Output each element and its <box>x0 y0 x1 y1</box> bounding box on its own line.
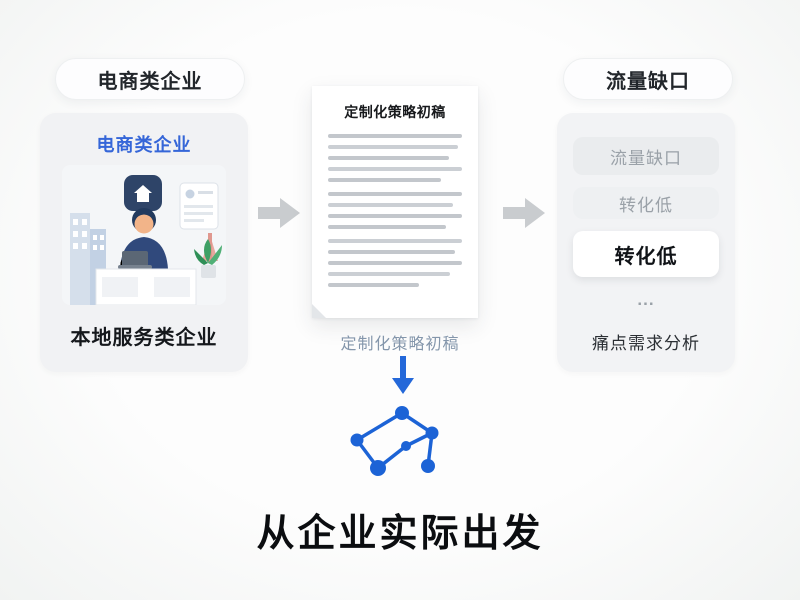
pain-point-label: 流量缺口 <box>610 148 682 168</box>
footer-headline: 从企业实际出发 <box>256 513 544 555</box>
enterprise-card: 电商类企业 <box>40 113 248 372</box>
pain-point-label: 转化低 <box>614 245 678 268</box>
enterprise-card-title: 电商类企业 <box>96 135 192 155</box>
strategy-document-title: 定制化策略初稿 <box>344 104 446 120</box>
workspace-illustration-svg <box>62 165 226 305</box>
network-graph-icon <box>350 406 439 476</box>
flow-arrow-down-icon <box>392 356 414 394</box>
enterprise-card-caption: 本地服务类企业 <box>70 327 218 349</box>
right-category-badge: 流量缺口 <box>563 58 733 100</box>
pain-point-label: 转化低 <box>619 195 673 215</box>
left-category-badge: 电商类企业 <box>55 58 245 100</box>
flow-arrow-right-icon <box>503 198 545 228</box>
right-category-badge-label: 流量缺口 <box>606 70 690 93</box>
pain-point-item-ellipsis: ... <box>573 289 719 311</box>
strategy-document: 定制化策略初稿 <box>312 86 478 318</box>
pain-point-item: 流量缺口 <box>573 137 719 175</box>
pain-points-card-caption: 痛点需求分析 <box>592 334 700 353</box>
strategy-document-caption: 定制化策略初稿 <box>340 336 460 353</box>
pain-point-item: 转化低 <box>573 187 719 219</box>
pain-point-item-highlighted: 转化低 <box>573 231 719 277</box>
left-category-badge-label: 电商类企业 <box>97 70 203 93</box>
flow-arrow-right-icon <box>258 198 300 228</box>
workspace-illustration <box>62 165 226 305</box>
pain-points-card: 流量缺口 转化低 转化低 ... 痛点需求分析 <box>557 113 735 372</box>
pain-point-label: ... <box>637 290 655 309</box>
strategy-document-text-lines <box>328 134 462 287</box>
